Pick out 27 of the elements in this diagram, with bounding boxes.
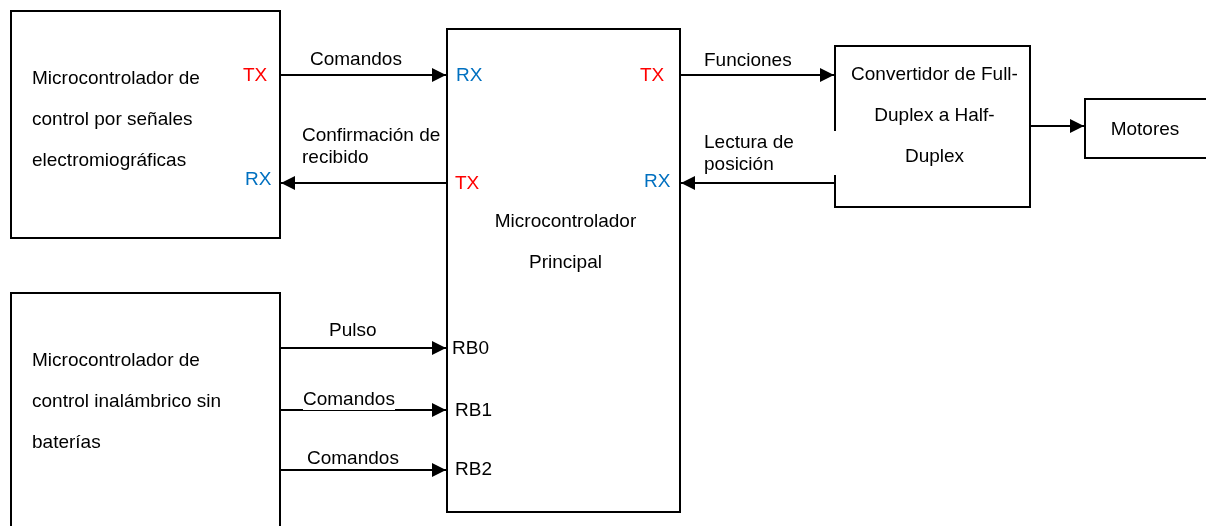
arrow — [280, 341, 447, 355]
pin-label: RB2 — [455, 458, 492, 480]
pin-label: TX — [455, 172, 480, 194]
block-label: Motores — [1109, 117, 1181, 141]
pin-label: RX — [644, 170, 671, 192]
block-box — [446, 28, 681, 513]
block-label: Microcontrolador de control por señales electromiográficas — [32, 66, 201, 172]
block-box — [10, 292, 281, 526]
pin-label: RB1 — [455, 399, 492, 421]
arrow — [280, 176, 447, 190]
pin-label: RX — [245, 168, 272, 190]
block-box — [834, 45, 1031, 208]
block-box — [1084, 98, 1206, 159]
pin-label: TX — [640, 64, 665, 86]
block-box — [10, 10, 281, 239]
arrow — [1030, 119, 1085, 133]
block-label: Microcontrolador Principal — [493, 209, 638, 274]
block-label: Microcontrolador de control inalámbrico sin baterías — [32, 348, 223, 454]
arrow — [680, 176, 835, 190]
arrow — [680, 68, 835, 82]
arrow — [280, 403, 447, 417]
pin-label: RX — [456, 64, 483, 86]
arrow — [280, 68, 447, 82]
pin-label: RB0 — [452, 337, 489, 359]
block-label: Convertidor de Full-Duplex a Half-Duplex — [850, 62, 1019, 168]
arrow — [280, 463, 447, 477]
pin-label: TX — [243, 64, 268, 86]
